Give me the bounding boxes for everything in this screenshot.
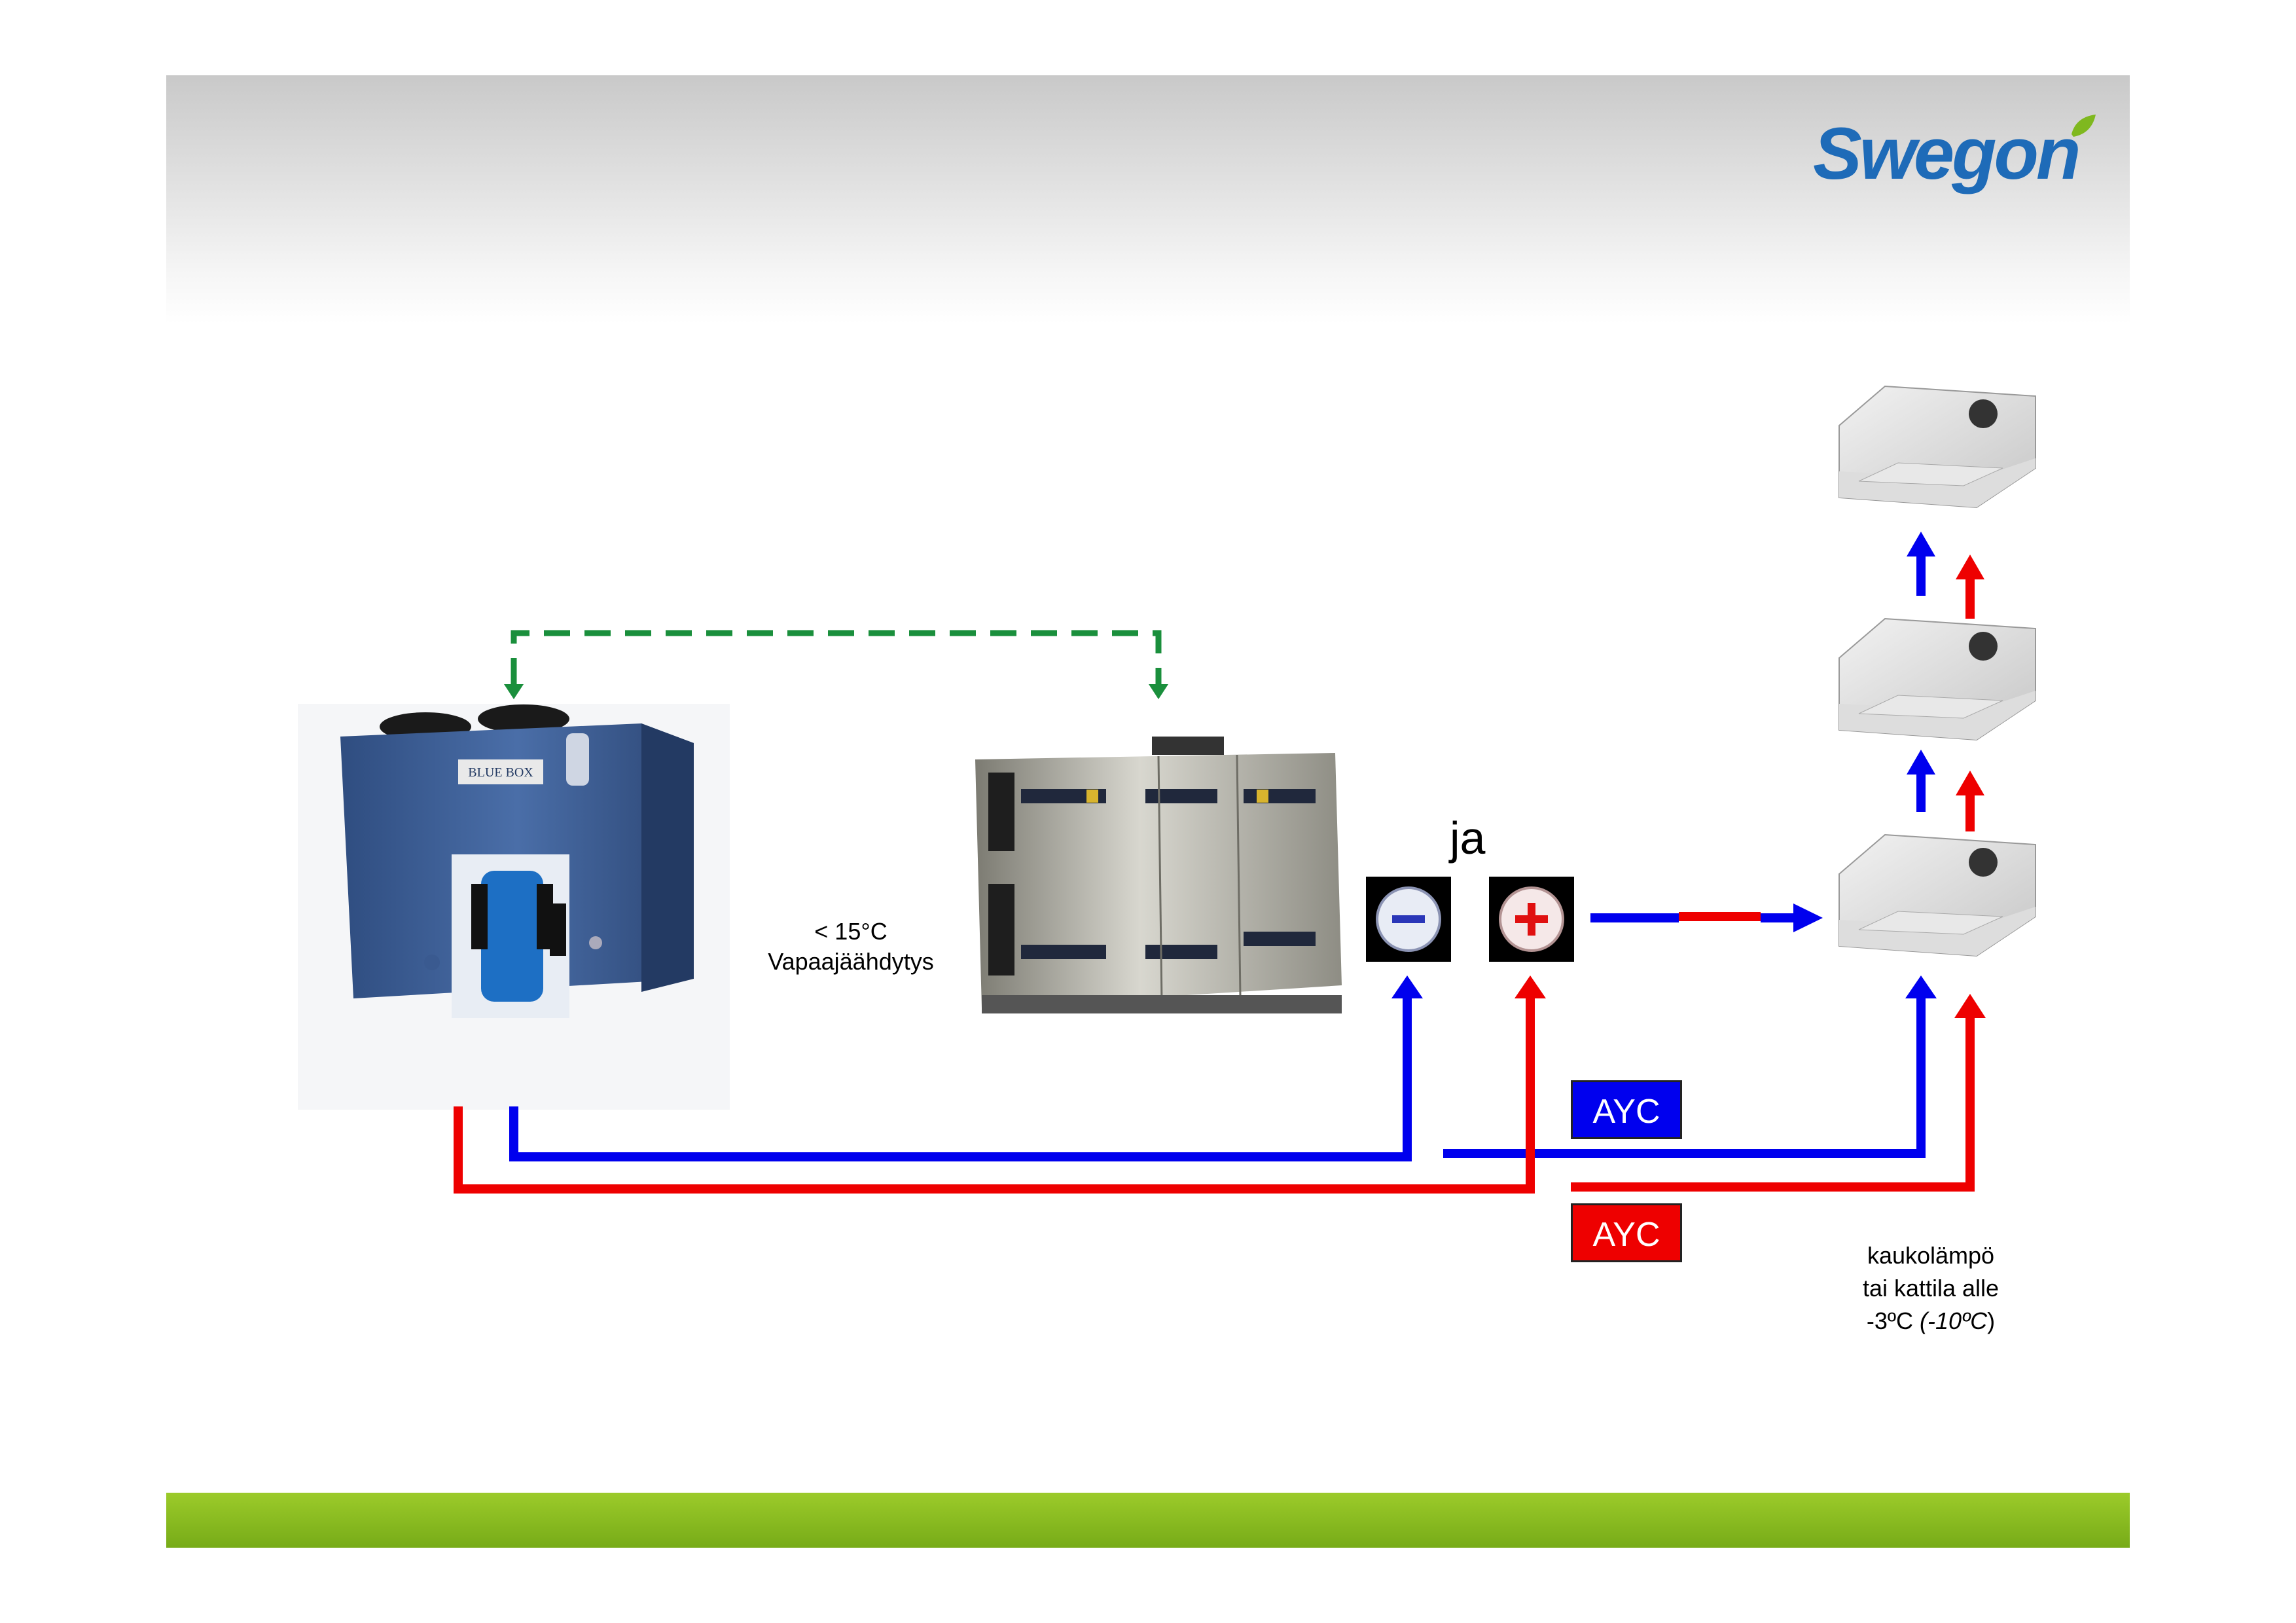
heat-temp-close: ) <box>1987 1307 1996 1334</box>
footer-band <box>166 1493 2130 1548</box>
swegon-logo: Swegon <box>1813 108 2101 200</box>
logo-wordmark: Swegon <box>1813 113 2081 194</box>
heat-line-3: -3ºC (-10ºC) <box>1820 1305 2042 1338</box>
arrow-up-icon <box>1391 976 1423 998</box>
freecooling-label: < 15°C Vapaajäähdytys <box>726 917 975 977</box>
arrow-down-icon <box>1149 684 1168 699</box>
heating-button[interactable] <box>1489 877 1574 962</box>
heat-line-1: kaukolämpö <box>1867 1242 1995 1269</box>
cold-ayc-badge: AYC <box>1571 1080 1682 1139</box>
arrow-up-icon <box>1956 771 1984 795</box>
arrow-up-icon <box>1907 750 1935 775</box>
heat-temp-alt: (-10ºC <box>1920 1307 1988 1334</box>
chiller-brand-plate: BLUE BOX <box>468 765 533 780</box>
cassette-unit-middle <box>1839 617 2036 741</box>
arrow-down-icon <box>504 684 524 699</box>
arrow-up-icon <box>1907 532 1935 556</box>
hot-circuit-pipe <box>454 976 1986 1194</box>
freecooling-text: Vapaajäähdytys <box>768 948 934 975</box>
arrow-up-icon <box>1954 994 1986 1018</box>
arrow-up-icon <box>1905 976 1937 998</box>
plus-icon <box>1499 886 1564 952</box>
minus-icon <box>1376 886 1441 952</box>
hot-ayc-badge: AYC <box>1571 1203 1682 1262</box>
air-handling-unit <box>975 737 1342 1013</box>
cooling-button[interactable] <box>1366 877 1451 962</box>
cold-circuit-pipe <box>509 976 1937 1161</box>
cassette-unit-top <box>1839 385 2036 509</box>
heat-source-label: kaukolämpö tai kattila alle -3ºC (-10ºC) <box>1820 1239 2042 1338</box>
cassette-unit-bottom <box>1839 833 2036 957</box>
arrow-up-icon <box>1515 976 1546 998</box>
cassette-flow-arrows <box>1907 532 1984 831</box>
arrow-up-icon <box>1956 555 1984 579</box>
heat-line-2: tai kattila alle <box>1862 1275 2000 1302</box>
arrow-right-icon <box>1793 903 1823 932</box>
chiller-unit: BLUE BOX <box>298 704 730 1110</box>
header-band <box>166 75 2130 324</box>
leaf-icon <box>2072 115 2096 137</box>
and-label: ja <box>1450 812 1486 864</box>
freecooling-temp: < 15°C <box>814 918 888 945</box>
supply-line <box>1590 903 1823 932</box>
freecooling-link <box>504 630 1168 699</box>
heat-temp: -3ºC <box>1866 1307 1920 1334</box>
